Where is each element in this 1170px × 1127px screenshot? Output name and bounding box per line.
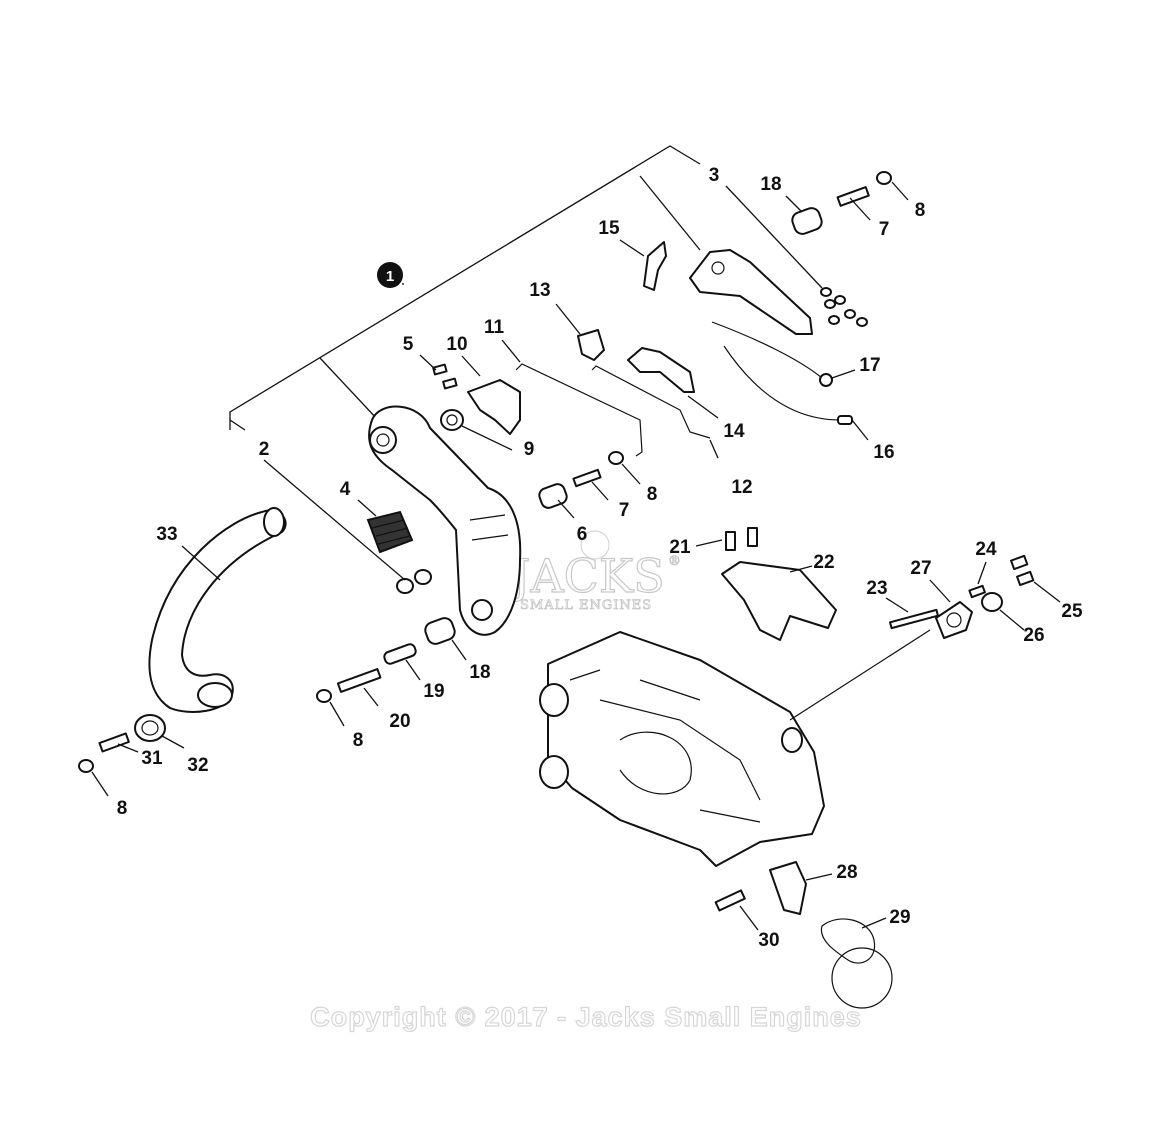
callout-2[interactable]: 2 xyxy=(259,439,270,460)
part-screws-5 xyxy=(432,363,458,390)
part-grommet-18-top xyxy=(791,207,823,235)
callout-14[interactable]: 14 xyxy=(723,421,745,442)
part-bolt-31 xyxy=(98,732,130,753)
jacks-watermark: JACKS SMALL ENGINES ® xyxy=(507,530,682,613)
callout-3[interactable]: 3 xyxy=(709,165,720,186)
part-rear-handle-frame xyxy=(368,405,522,636)
callout-15[interactable]: 15 xyxy=(598,218,620,239)
callout-7-top[interactable]: 7 xyxy=(879,219,890,240)
callout-24[interactable]: 24 xyxy=(975,539,997,560)
part-bolt-7-mid xyxy=(572,468,602,488)
part-sleeve-19 xyxy=(383,643,417,665)
part-pin-23 xyxy=(889,608,939,630)
callout-31[interactable]: 31 xyxy=(141,748,163,769)
part-clip-15 xyxy=(643,241,667,291)
callout-26[interactable]: 26 xyxy=(1023,625,1044,646)
part-cover-3 xyxy=(689,249,813,335)
callout-22[interactable]: 22 xyxy=(813,552,834,573)
callout-8-a[interactable]: 8 xyxy=(117,798,128,819)
part-trigger-10 xyxy=(467,379,521,435)
part-grommet-18-mid xyxy=(424,617,456,645)
callout-28[interactable]: 28 xyxy=(836,862,857,883)
part-screws-2 xyxy=(396,569,432,594)
assembly-bracket xyxy=(229,145,701,431)
watermark-logo-text: JACKS xyxy=(508,549,665,603)
callout-11[interactable]: 11 xyxy=(484,317,505,338)
part-grommet-32 xyxy=(134,714,166,742)
part-bracket-28 xyxy=(769,861,807,915)
callout-33[interactable]: 33 xyxy=(156,524,177,545)
callout-6[interactable]: 6 xyxy=(577,524,588,545)
callout-8-top[interactable]: 8 xyxy=(915,200,926,221)
callout-8-b[interactable]: 8 xyxy=(353,730,364,751)
callout-30[interactable]: 30 xyxy=(758,930,779,951)
part-screws-21 xyxy=(725,527,758,551)
callout-13[interactable]: 13 xyxy=(529,280,550,301)
callout-18-mid[interactable]: 18 xyxy=(469,662,490,683)
watermark-logo-subtitle: SMALL ENGINES xyxy=(520,598,652,613)
part-spring-4 xyxy=(366,510,414,554)
callout-7-mid[interactable]: 7 xyxy=(619,500,630,521)
callout-16[interactable]: 16 xyxy=(873,442,894,463)
callout-5[interactable]: 5 xyxy=(403,334,414,355)
part-bolt-7-top xyxy=(836,186,870,207)
part-wire-17 xyxy=(711,321,823,379)
part-flange-27 xyxy=(935,601,973,639)
part-handle-bar xyxy=(148,507,287,713)
part-grommet-6 xyxy=(538,483,568,509)
watermark-registered-mark: ® xyxy=(668,554,682,569)
callout-labels: 2 3 4 5 6 7 7 8 8 8 8 9 10 11 12 13 14 1… xyxy=(117,165,1083,951)
part-throttle-rod-11 xyxy=(515,363,643,457)
leader-lines xyxy=(91,181,1061,931)
callout-18-top[interactable]: 18 xyxy=(760,174,781,195)
callout-27[interactable]: 27 xyxy=(910,558,931,579)
part-washer-8-a xyxy=(78,759,94,773)
part-ring-26 xyxy=(981,592,1003,612)
part-lever-14 xyxy=(627,347,695,393)
part-washer-8-top xyxy=(876,171,892,185)
part-screws-25 xyxy=(1010,554,1035,587)
part-pin-24 xyxy=(968,584,986,599)
part-spring-9 xyxy=(440,409,464,431)
callout-4[interactable]: 4 xyxy=(340,479,351,500)
callout-17[interactable]: 17 xyxy=(859,355,880,376)
part-bracket-22 xyxy=(721,561,837,641)
part-bolt-20 xyxy=(336,668,382,693)
part-crankcase xyxy=(539,629,931,867)
callout-12[interactable]: 12 xyxy=(731,477,752,498)
assembly-badge-label: 1 xyxy=(386,268,394,285)
callout-32[interactable]: 32 xyxy=(187,755,208,776)
callout-21[interactable]: 21 xyxy=(669,537,691,558)
callout-25[interactable]: 25 xyxy=(1061,601,1083,622)
callout-23[interactable]: 23 xyxy=(866,578,887,599)
part-washer-8-b xyxy=(316,689,332,703)
callout-8-mid[interactable]: 8 xyxy=(647,484,658,505)
callout-29[interactable]: 29 xyxy=(889,907,910,928)
part-washer-8-mid xyxy=(608,451,624,465)
callout-20[interactable]: 20 xyxy=(389,711,410,732)
copyright-notice: Copyright © 2017 - Jacks Small Engines xyxy=(310,1002,862,1032)
part-wire-16 xyxy=(723,345,841,421)
callout-19[interactable]: 19 xyxy=(423,681,444,702)
part-screws-3 xyxy=(820,287,868,327)
part-clip-13 xyxy=(577,329,605,361)
part-choke-rod-12 xyxy=(591,365,711,439)
part-bolt-30 xyxy=(714,889,746,912)
assembly-badge-1[interactable]: 1 xyxy=(377,262,403,288)
callout-10[interactable]: 10 xyxy=(446,334,467,355)
part-ring-29 xyxy=(820,918,893,1009)
callout-9[interactable]: 9 xyxy=(524,439,535,460)
